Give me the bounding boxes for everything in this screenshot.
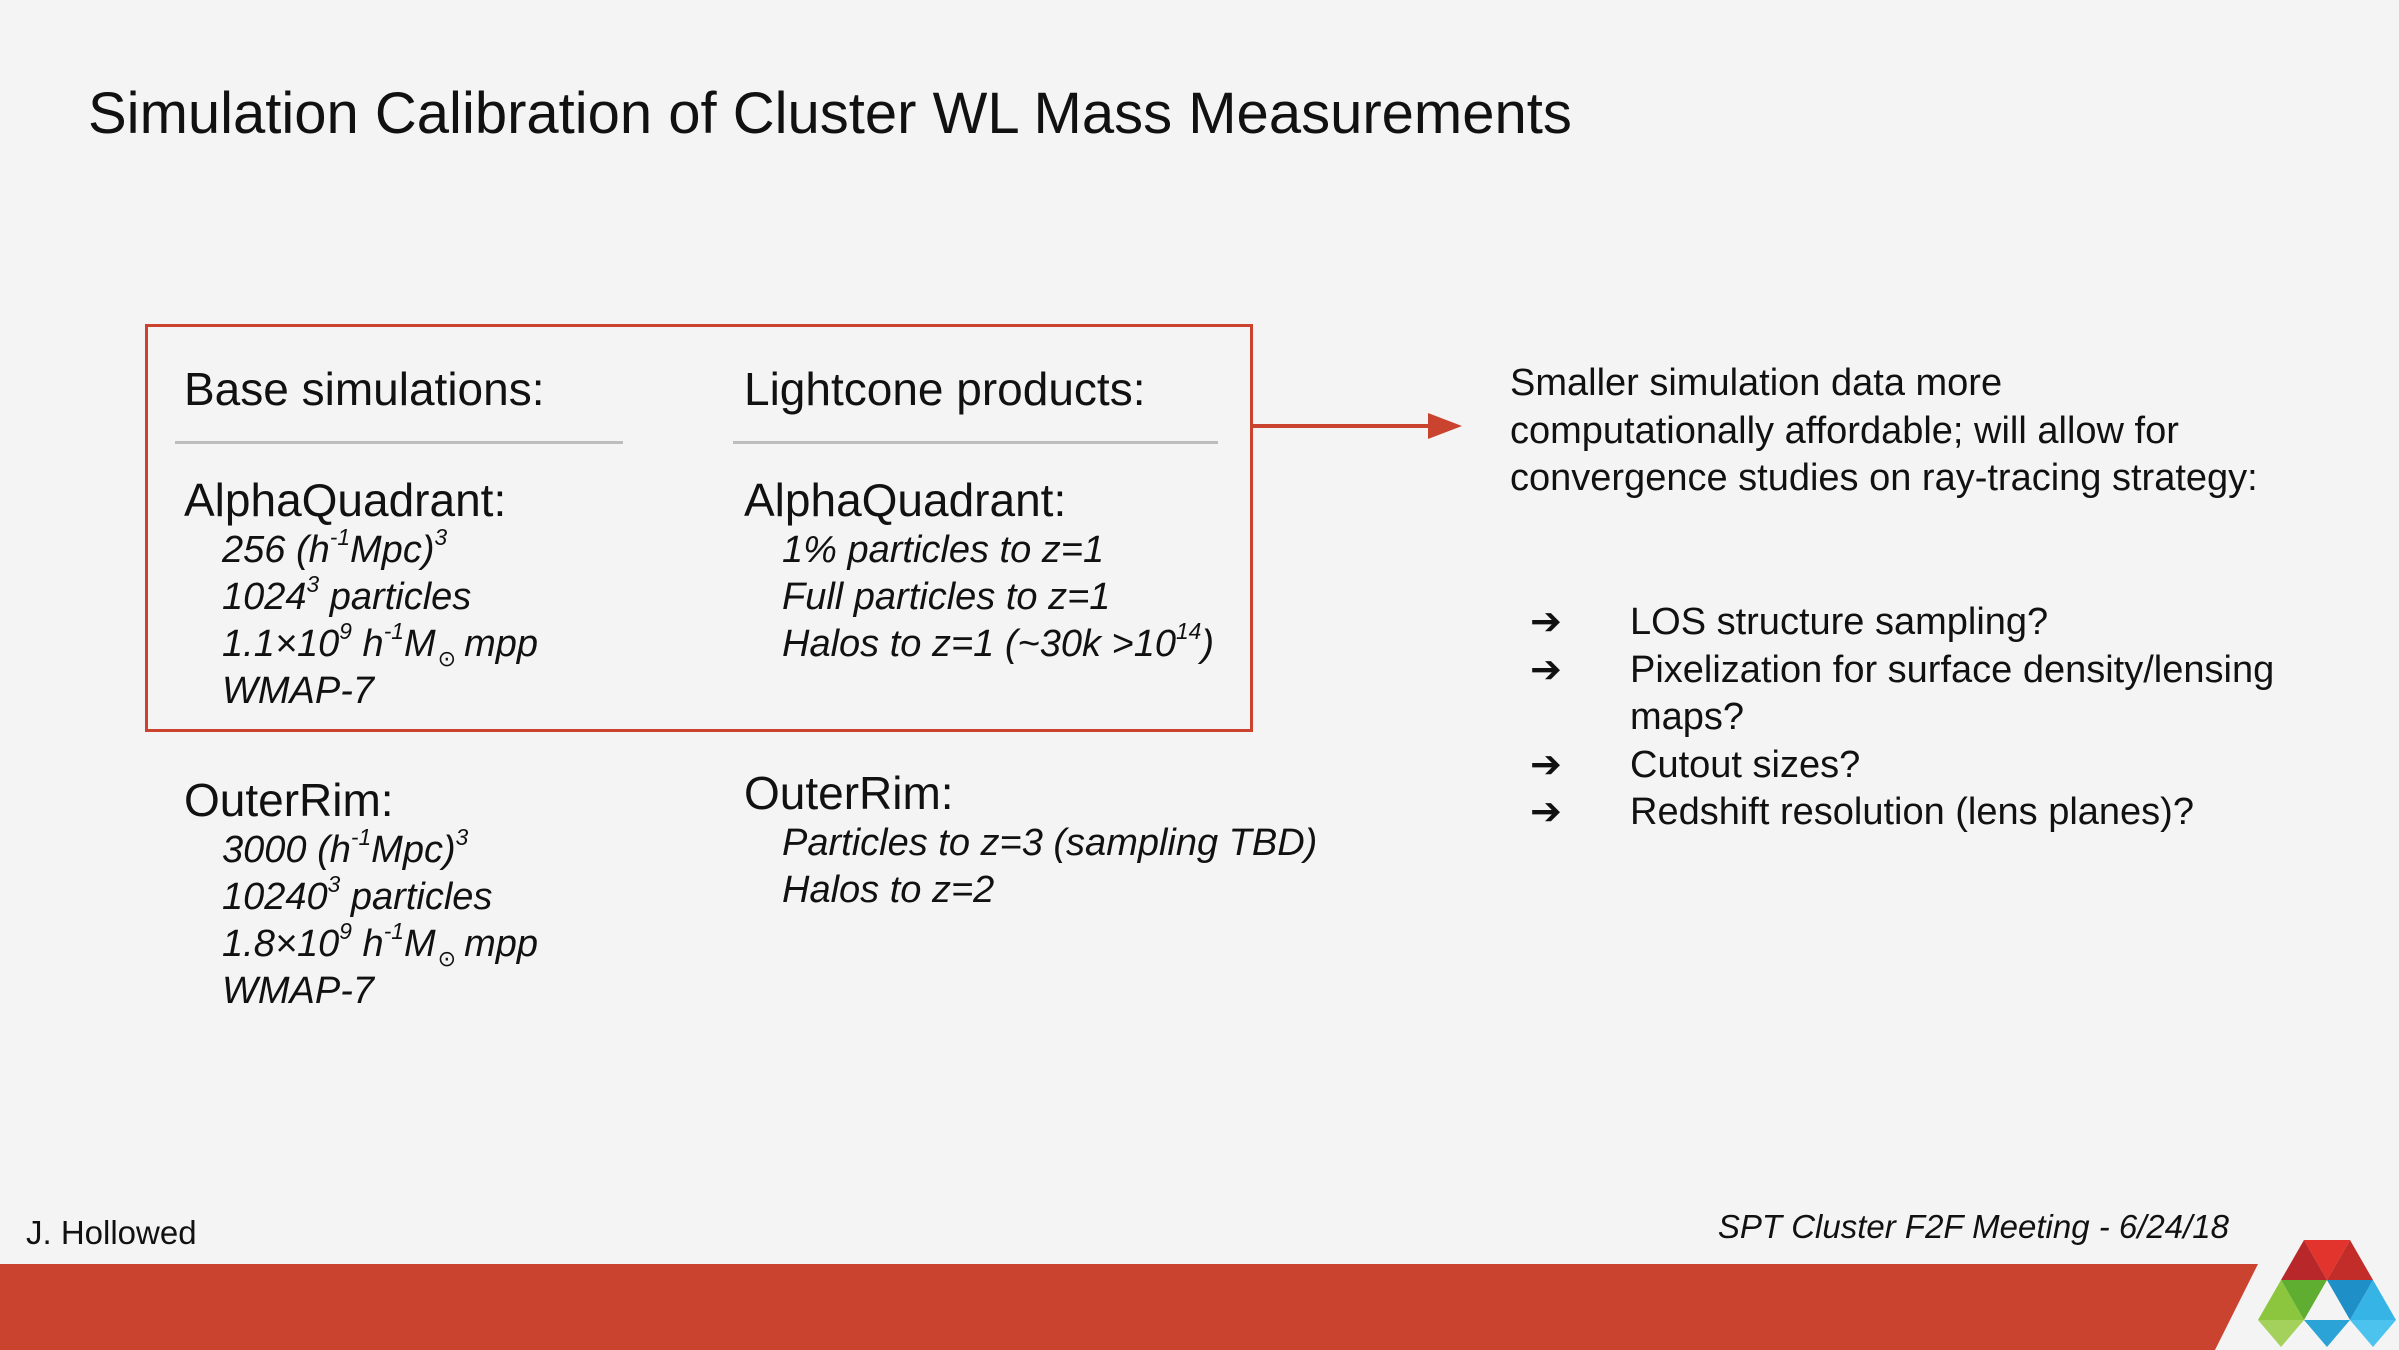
logo-blue-top — [2327, 1280, 2373, 1320]
box-sup1: -1 — [350, 823, 372, 850]
base-simulations-heading: Base simulations: — [184, 363, 545, 415]
lightcone-alpha-line3: Halos to z=1 (~30k >1014) — [782, 617, 1214, 668]
logo-green-top — [2281, 1280, 2327, 1320]
mass-sup2: -1 — [383, 917, 404, 944]
mass-pre: 1.8×10 — [222, 923, 340, 965]
base-outer-specs: 3000 (h-1Mpc)3 102403 particles 1.8×109 … — [222, 823, 539, 1015]
box-mid: Mpc) — [371, 829, 456, 871]
base-outer-particles: 102403 particles — [222, 870, 538, 921]
highlight-box — [145, 324, 1253, 732]
base-alpha-specs: 256 (h-1Mpc)3 10243 particles 1.1×109 h-… — [222, 523, 539, 715]
lightcone-outer-line2: Halos to z=2 — [782, 869, 995, 911]
lightcone-outer-name: OuterRim: — [744, 767, 954, 819]
footer-bar — [0, 1264, 2258, 1350]
box-mid: Mpc) — [350, 529, 435, 571]
bullet-text: LOS structure sampling? — [1630, 601, 2049, 643]
base-alpha-name: AlphaQuadrant: — [184, 474, 507, 526]
mass-m: M — [403, 923, 436, 965]
base-outer-name: OuterRim: — [184, 774, 394, 826]
mass-m: M — [403, 623, 436, 665]
logo-green-bottom — [2258, 1320, 2304, 1347]
logo-red-left — [2281, 1240, 2327, 1280]
particles-pre: 1024 — [222, 576, 307, 618]
box-pre: 3000 (h — [222, 829, 351, 871]
line3-pre: Halos to z=1 (~30k >10 — [782, 623, 1176, 665]
footer-bar-shape — [0, 1264, 2258, 1350]
mass-post: mpp — [464, 623, 539, 665]
solar-mass-icon: ⊙ — [437, 945, 457, 971]
lightcone-alpha-name: AlphaQuadrant: — [744, 474, 1067, 526]
particles-pre: 10240 — [222, 876, 328, 918]
logo-red-right — [2327, 1240, 2373, 1280]
lightcone-divider — [733, 441, 1218, 444]
lightcone-alpha-line2: Full particles to z=1 — [782, 576, 1111, 618]
arrow-head-icon — [1428, 413, 1462, 439]
logo-green-left — [2258, 1280, 2304, 1320]
mass-sup1: 9 — [339, 917, 352, 944]
slide-title: Simulation Calibration of Cluster WL Mas… — [88, 81, 1572, 146]
lightcone-outer-specs: Particles to z=3 (sampling TBD) Halos to… — [782, 820, 1317, 914]
base-alpha-mass: 1.1×109 h-1M⊙ mpp — [222, 617, 539, 671]
lightcone-alpha-specs: 1% particles to z=1 Full particles to z=… — [782, 527, 1214, 668]
line3-post: ) — [1201, 623, 1214, 665]
list-item: ➔ LOS structure sampling? — [1530, 599, 2290, 647]
particles-sup: 3 — [327, 870, 341, 897]
solar-mass-icon: ⊙ — [437, 645, 457, 671]
lightcone-alpha-line1: 1% particles to z=1 — [782, 529, 1105, 571]
particles-post: particles — [340, 876, 493, 918]
logo-blue-bottom — [2350, 1320, 2396, 1347]
footer-author: J. Hollowed — [26, 1214, 197, 1251]
logo-blue-center — [2304, 1320, 2350, 1347]
mass-post: mpp — [464, 923, 539, 965]
box-pre: 256 (h — [222, 529, 330, 571]
lightcone-products-heading: Lightcone products: — [744, 363, 1146, 415]
bullet-text: Cutout sizes? — [1630, 743, 1861, 786]
bullet-arrow-icon: ➔ — [1530, 791, 1562, 833]
bullet-arrow-icon: ➔ — [1530, 648, 1562, 691]
box-sup2: 3 — [455, 823, 469, 850]
base-alpha-box-size: 256 (h-1Mpc)3 — [222, 523, 538, 574]
base-alpha-cosmology: WMAP-7 — [222, 670, 374, 712]
particles-sup: 3 — [306, 570, 320, 597]
argonne-triangle-logo-icon — [2258, 1240, 2396, 1347]
line3-sup: 14 — [1175, 617, 1202, 644]
mass-sup1: 9 — [339, 617, 352, 644]
mass-mid: h — [351, 923, 384, 965]
mass-mid: h — [351, 623, 384, 665]
logo-blue-right — [2350, 1280, 2396, 1320]
bullet-text: Pixelization for surface density/lensing… — [1630, 648, 2275, 739]
logo-red-top — [2304, 1240, 2350, 1280]
bullet-arrow-icon: ➔ — [1530, 743, 1562, 786]
list-item: ➔ Pixelization for surface density/lensin… — [1530, 647, 2290, 742]
base-divider — [175, 441, 623, 444]
lightcone-outer-line1: Particles to z=3 (sampling TBD) — [782, 822, 1318, 864]
box-sup2: 3 — [434, 523, 448, 550]
mass-pre: 1.1×10 — [222, 623, 340, 665]
particles-post: particles — [319, 576, 472, 618]
footer-meeting: SPT Cluster F2F Meeting - 6/24/18 — [1717, 1208, 2229, 1245]
notes-bullet-list: ➔ LOS structure sampling? ➔ Pixelization f… — [1530, 599, 2290, 837]
bullet-arrow-icon: ➔ — [1530, 601, 1562, 643]
list-item: ➔ Redshift resolution (lens planes)? — [1530, 789, 2290, 837]
list-item: ➔ Cutout sizes? — [1530, 742, 2290, 790]
base-alpha-particles: 10243 particles — [222, 570, 538, 621]
box-sup1: -1 — [329, 523, 351, 550]
base-outer-box-size: 3000 (h-1Mpc)3 — [222, 823, 538, 874]
base-outer-cosmology: WMAP-7 — [222, 970, 374, 1012]
mass-sup2: -1 — [383, 617, 404, 644]
notes-paragraph: Smaller simulation data more computation… — [1510, 362, 2258, 499]
right-arrow-icon — [1253, 424, 1433, 428]
base-outer-mass: 1.8×109 h-1M⊙ mpp — [222, 917, 539, 971]
bullet-text: Redshift resolution (lens planes)? — [1630, 791, 2194, 833]
